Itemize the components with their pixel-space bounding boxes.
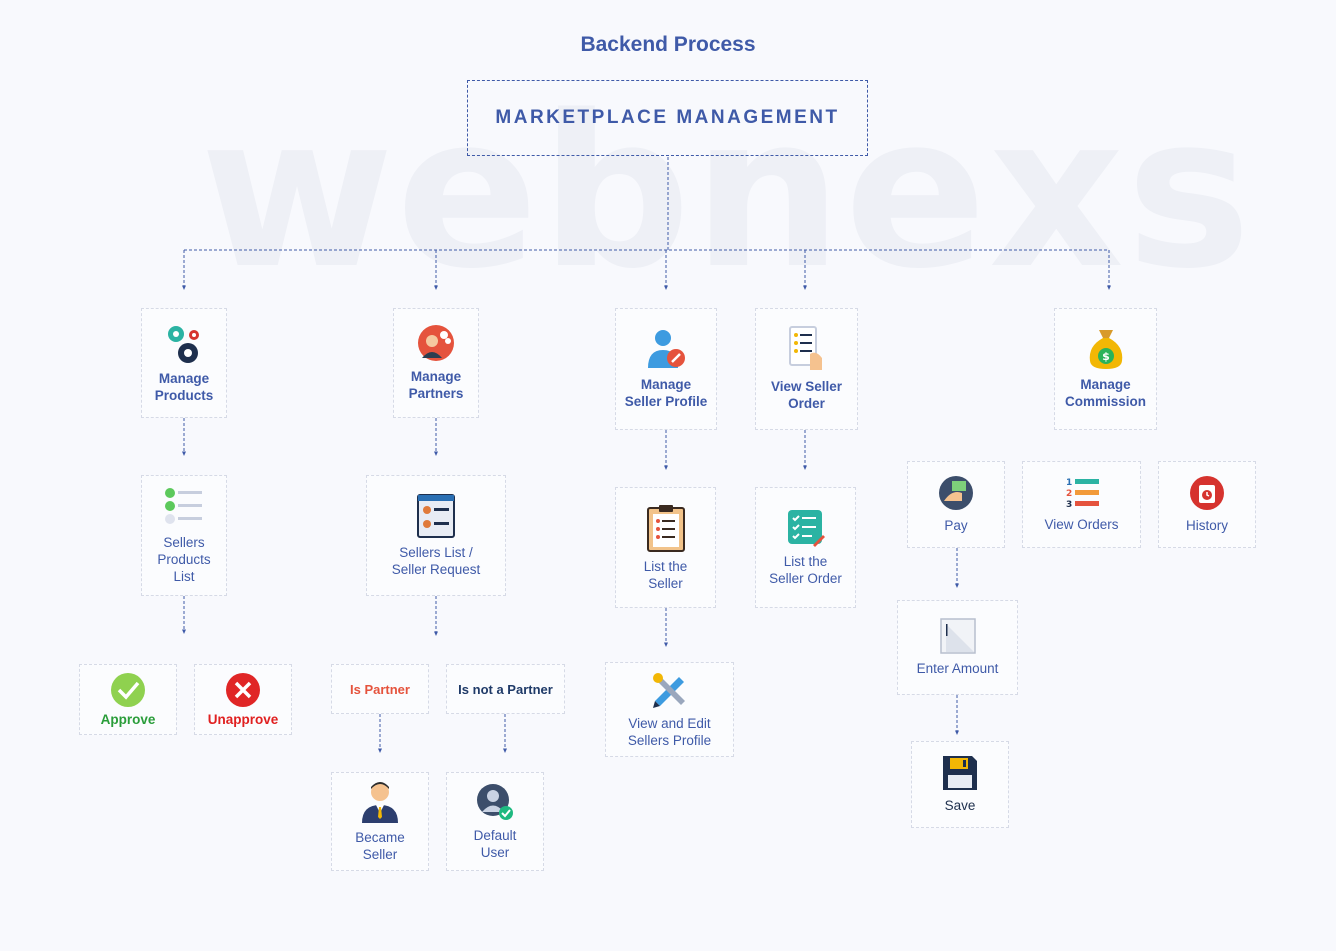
node-label: List the Seller Order — [769, 553, 842, 586]
node-history[interactable]: History — [1158, 461, 1256, 548]
node-view-orders[interactable]: 1 2 3 View Orders — [1022, 461, 1141, 548]
clock-bag-icon — [1190, 476, 1224, 510]
floppy-disk-icon — [943, 756, 977, 790]
svg-text:2: 2 — [1066, 489, 1072, 499]
node-label: Manage Products — [154, 371, 214, 403]
root-node: MARKETPLACE MANAGEMENT — [467, 80, 868, 156]
node-label: Became Seller — [355, 829, 405, 862]
node-approve[interactable]: Approve — [79, 664, 177, 735]
node-manage-commission[interactable]: $ Manage Commission — [1054, 308, 1157, 430]
node-unapprove[interactable]: Unapprove — [194, 664, 292, 735]
node-became-seller[interactable]: Became Seller — [331, 772, 429, 871]
node-default-user[interactable]: Default User — [446, 772, 544, 871]
numbered-list-icon: 1 2 3 — [1066, 478, 1099, 510]
node-sellers-products-list[interactable]: Sellers Products List — [141, 475, 227, 596]
node-label: Save — [944, 798, 976, 813]
pay-cash-icon — [939, 476, 973, 510]
check-circle-icon — [111, 672, 145, 707]
node-label: Pay — [944, 518, 968, 533]
svg-text:3: 3 — [1066, 500, 1072, 510]
node-label: Manage Commission — [1064, 377, 1146, 409]
text-input-icon — [939, 618, 976, 654]
svg-text:1: 1 — [1066, 478, 1072, 488]
x-circle-icon — [226, 672, 260, 707]
node-label: Sellers List / Seller Request — [391, 544, 481, 577]
node-label: Unapprove — [207, 711, 279, 727]
id-cards-icon — [417, 493, 455, 538]
node-label: Manage Partners — [408, 369, 464, 401]
verified-user-icon — [477, 783, 513, 820]
clipboard-icon — [646, 504, 685, 552]
node-label: Manage Seller Profile — [624, 377, 708, 409]
tools-icon — [652, 672, 685, 708]
order-list-hand-icon — [788, 326, 822, 370]
node-list-the-seller[interactable]: List the Seller — [615, 487, 716, 608]
node-label: Is Partner — [350, 681, 410, 697]
node-label: List the Seller — [643, 558, 688, 591]
node-label: Approve — [100, 711, 156, 727]
node-view-edit-profile[interactable]: View and Edit Sellers Profile — [605, 662, 734, 757]
node-enter-amount[interactable]: Enter Amount — [897, 600, 1018, 695]
businessman-icon — [362, 781, 398, 823]
node-label: Enter Amount — [916, 661, 999, 676]
money-bag-icon: $ — [1089, 330, 1122, 369]
node-label: Sellers Products List — [157, 535, 211, 584]
node-is-not-partner[interactable]: Is not a Partner — [446, 664, 565, 714]
node-list-seller-order[interactable]: List the Seller Order — [755, 487, 856, 608]
node-label: History — [1185, 518, 1228, 533]
node-manage-products[interactable]: Manage Products — [141, 308, 227, 418]
page-title: Backend Process — [580, 33, 756, 56]
node-pay[interactable]: Pay — [907, 461, 1005, 548]
node-label: View and Edit Sellers Profile — [627, 715, 712, 748]
gears-icon — [168, 326, 199, 363]
node-save[interactable]: Save — [911, 741, 1009, 828]
partner-avatar-icon — [418, 325, 454, 361]
node-is-partner[interactable]: Is Partner — [331, 664, 429, 714]
node-manage-seller-profile[interactable]: Manage Seller Profile — [615, 308, 717, 430]
node-label: View Seller Order — [770, 379, 843, 411]
node-label: Default User — [473, 827, 517, 860]
user-edit-icon — [648, 330, 685, 368]
node-manage-partners[interactable]: Manage Partners — [393, 308, 479, 418]
checklist-icon — [165, 488, 202, 524]
node-label: Is not a Partner — [458, 681, 553, 697]
node-label: View Orders — [1044, 517, 1119, 532]
green-checklist-icon — [787, 509, 825, 547]
node-view-seller-order[interactable]: View Seller Order — [755, 308, 858, 430]
node-sellers-list[interactable]: Sellers List / Seller Request — [366, 475, 506, 596]
svg-text:$: $ — [1102, 350, 1110, 363]
watermark: webnexs — [200, 70, 1254, 315]
